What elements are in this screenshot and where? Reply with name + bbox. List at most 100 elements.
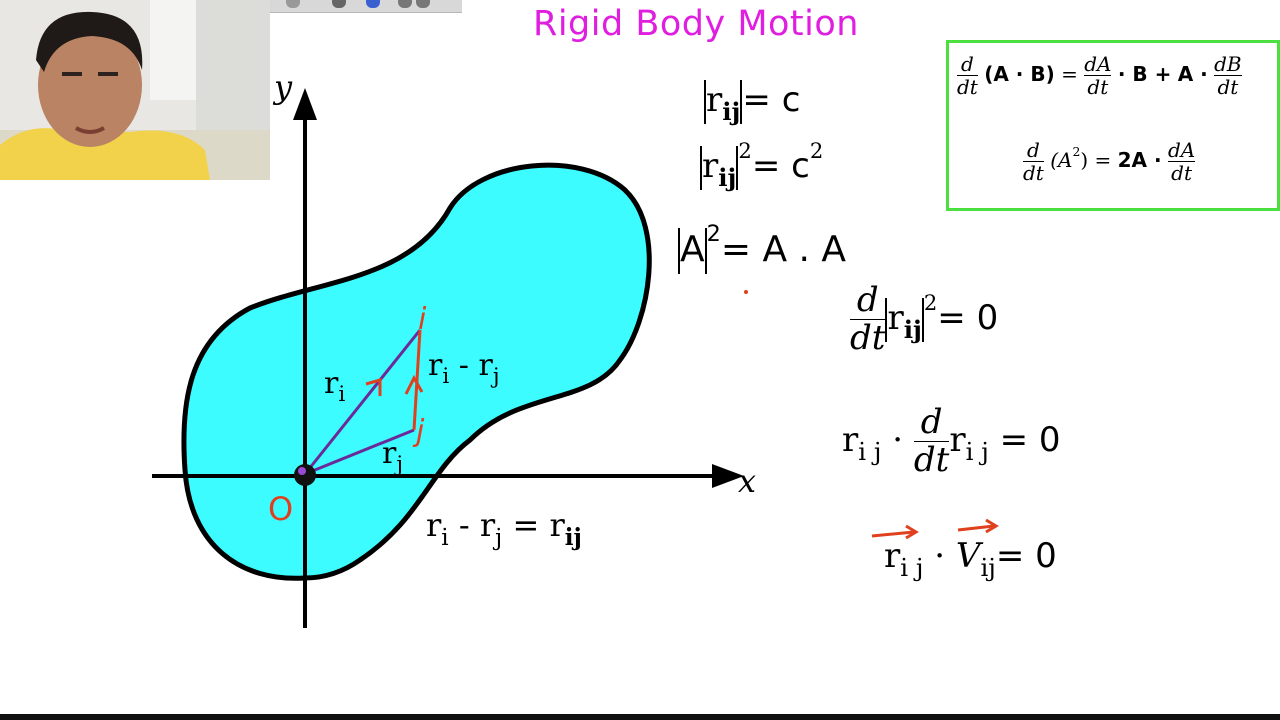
presenter-webcam: [0, 0, 270, 180]
vector-diff-label: ri - rj: [428, 348, 500, 389]
eq6-r: r: [884, 536, 901, 576]
vector-ri-subscript: i: [338, 382, 346, 408]
y-axis-arrowhead: [293, 88, 317, 120]
eq6-v-subscript: ij: [980, 553, 996, 583]
eq3-a: A: [680, 229, 705, 270]
eq5-r: r: [842, 419, 859, 460]
rel-equals: =: [502, 506, 550, 544]
eq6-rhs: = 0: [995, 536, 1057, 576]
ri-arrow-mark: [365, 378, 382, 396]
eq6-subscript: i j: [900, 553, 924, 583]
id1-num-dB: dB: [1214, 52, 1242, 76]
id2-den-dt: dt: [1023, 161, 1044, 185]
id1-dot-B: · B +: [1117, 62, 1172, 86]
rel-term-c-subscript: ij: [564, 523, 582, 551]
eq4-rhs: = 0: [937, 297, 999, 338]
diff-term-a: r: [428, 348, 443, 383]
eq3-superscript: 2: [706, 220, 721, 247]
toolbar-button[interactable]: [286, 0, 300, 8]
annotation-dot: [744, 290, 748, 294]
id2-lhs-superscript: 2: [1072, 143, 1081, 159]
eq5-subscript-2: i j: [965, 437, 989, 467]
rel-term-c: r: [549, 506, 565, 544]
point-j-label: j: [416, 414, 425, 449]
eq6-v: V: [955, 536, 981, 576]
presenter-video-frame: [0, 0, 270, 180]
equation-magnitude: rij= c: [704, 80, 801, 126]
point-i-label: i: [418, 302, 427, 337]
id1-num-d: d: [961, 52, 974, 76]
screen-toolbar[interactable]: [270, 0, 462, 13]
vector-rj: [304, 428, 415, 476]
eq2-superscript: 2: [738, 138, 752, 164]
id1-den-dt-2: dt: [1084, 75, 1112, 98]
toolbar-button[interactable]: [398, 0, 412, 8]
vector-ri-label: ri: [324, 366, 345, 407]
eq6-dot: ·: [934, 536, 946, 576]
equation-dot-product: A2= A . A: [678, 221, 847, 274]
id2-lhs-close: ): [1080, 148, 1089, 172]
vector-rj-symbol: r: [382, 436, 397, 471]
diff-term-b: r: [478, 348, 493, 383]
rigid-body-diagram: [152, 88, 748, 628]
rel-term-a-subscript: i: [441, 524, 449, 551]
eq4-subscript: ij: [903, 315, 922, 345]
id2-num-dA: dA: [1167, 138, 1196, 162]
vector-rj-label: rj: [382, 436, 403, 477]
color-picker-icon[interactable]: [366, 0, 380, 8]
id1-A-dot: A ·: [1177, 62, 1208, 86]
eq5-dot: ·: [892, 419, 904, 460]
eq5-numerator: d: [920, 402, 943, 442]
eq4-numerator: d: [856, 280, 879, 320]
relative-position-equation: ri - rj = rij: [426, 506, 582, 551]
rel-term-b: r: [479, 506, 496, 544]
eq4-r: r: [887, 297, 904, 338]
eq1-r: r: [706, 80, 723, 120]
equation-magnitude-squared: rij2= c2: [700, 138, 823, 192]
vector-ri-symbol: r: [324, 366, 339, 401]
screen-bottom-edge: [0, 714, 1280, 720]
origin-label: O: [268, 490, 294, 528]
x-axis-arrowhead: [712, 464, 744, 488]
eq3-rhs: = A . A: [720, 229, 847, 270]
id1-den-dt: dt: [957, 75, 978, 99]
eq2-rhs: = c: [751, 146, 810, 186]
eq5-rhs: = 0: [999, 419, 1061, 460]
eq1-rhs: = c: [742, 80, 801, 120]
vector-ri: [303, 329, 422, 475]
eq5-r2: r: [949, 419, 966, 460]
id1-lhs: (A · B): [984, 62, 1055, 86]
rel-term-a: r: [426, 506, 442, 544]
vector-rj-subscript: j: [396, 452, 404, 478]
toolbar-button[interactable]: [416, 0, 430, 8]
id1-num-dA: dA: [1084, 52, 1112, 76]
eq5-denominator: dt: [913, 440, 950, 481]
eq5-subscript: i j: [858, 437, 882, 467]
diff-term-b-subscript: j: [492, 364, 500, 390]
vector-ri-minus-rj: [412, 329, 422, 431]
rel-minus: -: [448, 506, 480, 544]
x-axis-label: x: [738, 462, 757, 500]
id2-equals: =: [1094, 148, 1112, 172]
eq2-r: r: [702, 146, 719, 186]
id1-equals: =: [1061, 62, 1078, 86]
id2-den-dt-2: dt: [1167, 161, 1196, 184]
rij-arrow-mark: [404, 374, 424, 395]
toolbar-button[interactable]: [332, 0, 346, 8]
id2-lhs: (A: [1050, 148, 1073, 172]
equation-r-dot-velocity: ri j · Vij= 0: [884, 536, 1057, 582]
origin-point: [294, 464, 316, 486]
eq2-rhs-superscript: 2: [809, 138, 824, 164]
id2-rhs: 2A ·: [1117, 148, 1162, 172]
